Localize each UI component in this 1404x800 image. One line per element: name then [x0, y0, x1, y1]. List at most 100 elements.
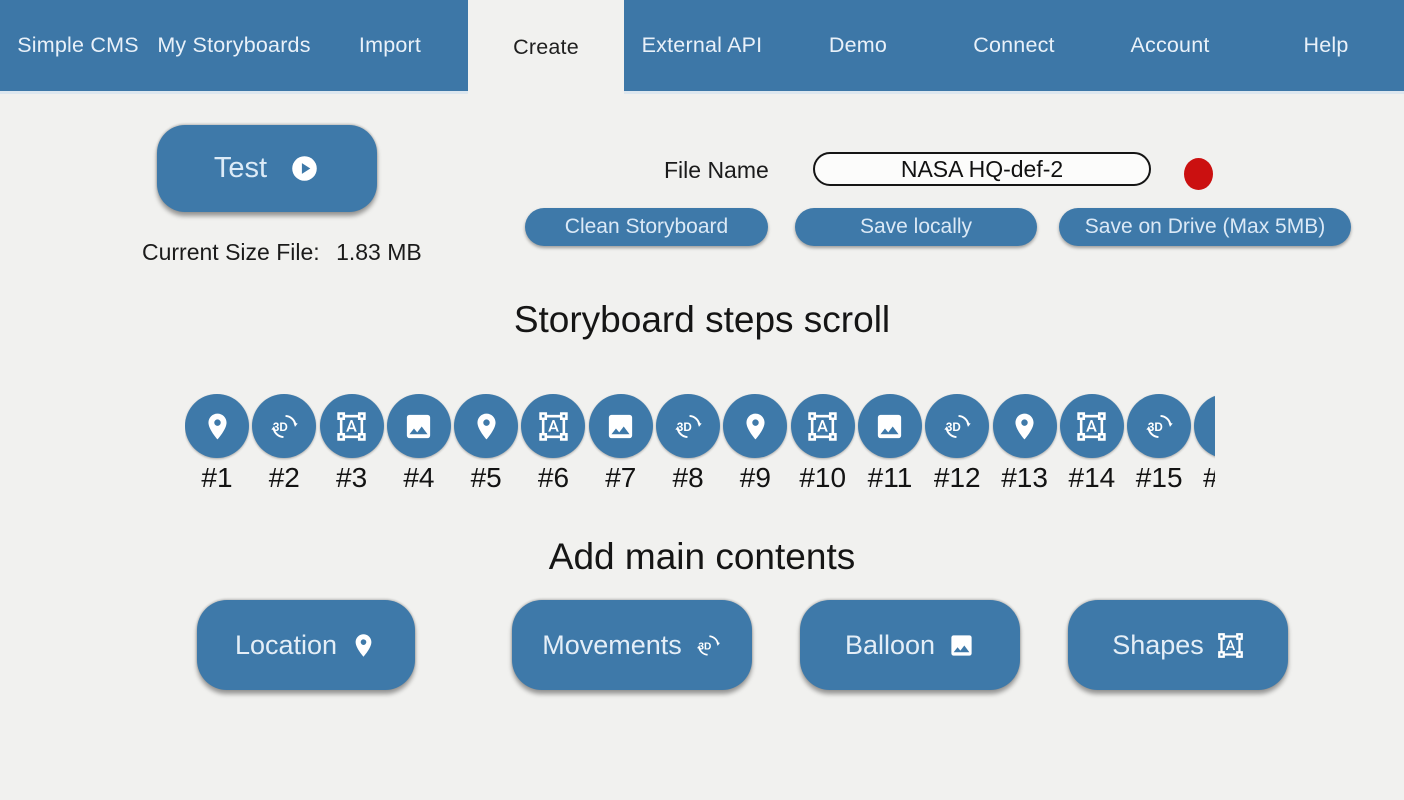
step-button[interactable]: 3D: [656, 394, 721, 458]
image-icon: [403, 411, 434, 442]
nav: Simple CMS My Storyboards Import Create Exte…: [0, 0, 1404, 95]
image-icon: [874, 411, 905, 442]
play-circle-icon: [289, 153, 320, 184]
step-label: #15: [1135, 462, 1183, 493]
location-pin-icon: [202, 411, 233, 442]
location-pin-icon: [471, 411, 502, 442]
svg-text:3D: 3D: [273, 421, 288, 434]
step-button[interactable]: [521, 394, 586, 458]
storyboard-step: 3D #8: [656, 394, 721, 494]
step-label: #5: [470, 462, 502, 493]
step-label: #13: [1001, 462, 1048, 493]
file-name-input[interactable]: [813, 152, 1151, 186]
storyboard-step: 3D #2: [252, 394, 317, 494]
button-label: Movements: [542, 629, 682, 660]
test-button[interactable]: Test: [157, 125, 377, 212]
shapes-button[interactable]: Shapes: [1068, 600, 1288, 690]
step-button[interactable]: [790, 394, 855, 458]
clean-storyboard-button[interactable]: Clean Storyboard: [525, 208, 768, 246]
step-button[interactable]: [857, 394, 922, 458]
step-label: #10: [799, 462, 847, 493]
button-label: Balloon: [844, 629, 936, 660]
step-button[interactable]: [386, 394, 451, 458]
nav-item-help[interactable]: Help: [1303, 33, 1349, 57]
steps-heading: Storyboard steps scroll: [513, 299, 891, 340]
nav-item-my-storyboards[interactable]: My Storyboards: [157, 33, 311, 57]
step-button[interactable]: 3D: [252, 394, 317, 458]
nav-item-simple-cms[interactable]: Simple CMS: [17, 33, 139, 57]
step-label: #7: [605, 462, 637, 493]
step-label: #2: [268, 462, 300, 493]
save-on-drive-button[interactable]: Save on Drive (Max 5MB): [1059, 208, 1351, 246]
step-label: #8: [672, 462, 704, 493]
step-button[interactable]: [454, 394, 519, 458]
location-button[interactable]: Location: [197, 600, 415, 690]
step-button[interactable]: [1059, 394, 1124, 458]
svg-text:3D: 3D: [676, 421, 691, 434]
step-button[interactable]: 3D: [1127, 394, 1192, 458]
button-label: Location: [234, 629, 338, 660]
step-button[interactable]: [1194, 394, 1215, 458]
storyboard-step: #14: [1059, 394, 1124, 494]
balloon-button[interactable]: Balloon: [800, 600, 1020, 690]
step-button[interactable]: [185, 394, 249, 458]
step-label: #4: [403, 462, 435, 493]
button-label: Shapes: [1112, 629, 1204, 660]
file-name-label: File Name: [664, 157, 769, 183]
nav-item-create[interactable]: Create: [468, 0, 624, 95]
storyboard-step: #11: [857, 394, 922, 494]
storyboard-step: 3D#12: [925, 394, 990, 494]
storyboard-step: #13: [992, 394, 1057, 494]
contents-heading: Add main contents: [548, 536, 856, 577]
movements-button[interactable]: Movements 3D: [512, 600, 752, 690]
storyboard-step: #5: [454, 394, 519, 494]
rotate-3d-icon: 3D: [1144, 411, 1175, 442]
storyboard-step: #3: [319, 394, 384, 494]
rotate-3d-icon: 3D: [942, 411, 973, 442]
nav-item-account[interactable]: Account: [1130, 33, 1210, 57]
svg-text:3D: 3D: [1148, 421, 1163, 434]
image-icon: [605, 411, 636, 442]
step-button[interactable]: [723, 394, 788, 458]
format-shapes-icon: [538, 411, 569, 442]
format-shapes-icon: [1217, 632, 1244, 659]
format-shapes-icon: [807, 411, 838, 442]
nav-item-connect[interactable]: Connect: [973, 33, 1055, 57]
image-icon: [948, 632, 975, 659]
location-pin-icon: [1009, 411, 1040, 442]
storyboard-step: #6: [521, 394, 586, 494]
format-shapes-icon: [336, 411, 367, 442]
storyboard-step: #4: [386, 394, 451, 494]
step-button[interactable]: [319, 394, 384, 458]
location-pin-icon: [1211, 411, 1215, 442]
format-shapes-icon: [1076, 411, 1107, 442]
nav-item-demo[interactable]: Demo: [828, 33, 888, 57]
step-label: #9: [739, 462, 771, 493]
step-label: #6: [537, 462, 570, 493]
save-locally-button[interactable]: Save locally: [795, 208, 1037, 246]
storyboard-step: #9: [723, 394, 788, 494]
current-size-line: Current Size File: 1.83 MB: [142, 239, 422, 266]
storyboard-step: 3D #15: [1127, 394, 1192, 494]
svg-text:3D: 3D: [946, 421, 961, 434]
svg-text:3D: 3D: [698, 641, 711, 652]
test-button-label: Test: [213, 152, 268, 184]
step-label: #14: [1068, 462, 1116, 493]
current-size-label: Current Size File:: [142, 239, 320, 265]
nav-item-import[interactable]: Import: [358, 33, 422, 57]
step-label: #16: [1203, 462, 1215, 494]
record-indicator: [1184, 158, 1213, 190]
step-button[interactable]: [992, 394, 1057, 458]
rotate-3d-icon: 3D: [695, 632, 722, 659]
step-button[interactable]: 3D: [925, 394, 990, 458]
rotate-3d-icon: 3D: [673, 411, 704, 442]
location-pin-icon: [350, 632, 377, 659]
storyboard-step: #1: [185, 394, 249, 494]
nav-item-external-api[interactable]: External API: [641, 33, 763, 57]
current-size-value: 1.83 MB: [336, 239, 422, 265]
location-pin-icon: [740, 411, 771, 442]
step-button[interactable]: [588, 394, 653, 458]
